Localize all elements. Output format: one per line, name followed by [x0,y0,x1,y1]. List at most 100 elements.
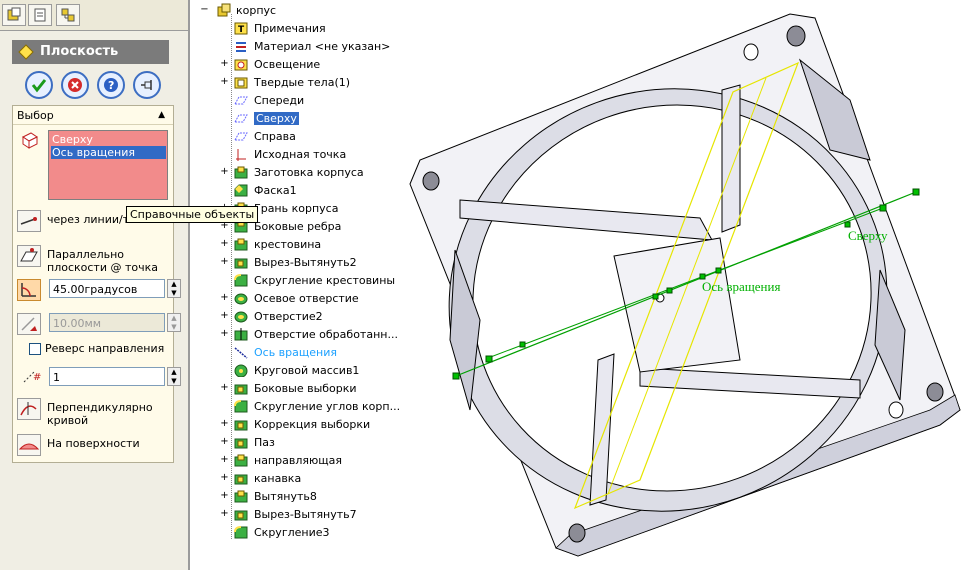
plane-feature-icon [18,44,34,60]
plane-handle[interactable] [485,355,493,363]
reference-plane-top [487,207,884,359]
distance-spinner: ▲▼ [167,313,181,332]
model-view[interactable]: Сверху Ось вращения [396,0,976,570]
reference-entities-icon [22,132,38,149]
cross-spoke[interactable] [639,367,861,399]
axis-handle[interactable] [699,273,706,280]
expand-icon[interactable]: + [220,490,229,501]
selection-list[interactable]: Сверху Ось вращения [48,130,168,200]
tooltip: Справочные объекты [126,206,259,223]
label-top-plane: Сверху [848,228,888,243]
axis-handle[interactable] [452,372,460,380]
group-title: Выбор [17,109,54,122]
expand-icon[interactable]: + [220,310,229,321]
angle-button[interactable] [17,279,41,301]
tree-guide-line [231,14,232,539]
tree-item-label: Твердые тела(1) [254,76,351,89]
material-icon [236,42,246,52]
expand-icon[interactable]: + [220,436,229,447]
angle-input[interactable]: 45.00градусов ▲▼ [49,279,181,298]
expand-icon[interactable]: + [220,292,229,303]
ok-button[interactable] [25,71,53,99]
tab-feature-manager[interactable] [2,4,26,26]
tree-item-label: Осевое отверстие [254,292,359,305]
corner-hole[interactable] [888,401,904,419]
collapse-arrow-icon[interactable]: ▲ [158,110,165,120]
axis-handle[interactable] [519,341,526,348]
selection-item-axis[interactable]: Ось вращения [51,146,166,159]
origin-icon [236,149,246,161]
tree-item-label: Скругление углов корп... [254,400,401,413]
corner-hole[interactable] [786,25,806,47]
fillet-icon [234,400,248,413]
tree-item-label: Круговой массив1 [254,364,360,377]
angle-spinner[interactable]: ▲▼ [167,279,181,298]
tree-item-label: Спереди [254,94,305,107]
tree-item-label: Грань корпуса [254,202,339,215]
expand-icon[interactable]: + [220,382,229,393]
checkbox-box[interactable] [29,343,41,355]
corner-hole[interactable] [422,171,440,191]
tree-item-label: Скругление крестовины [254,274,396,287]
tree-item-label: Заготовка корпуса [254,166,364,179]
cut-icon [234,474,248,485]
cross-spoke[interactable] [721,84,741,233]
axis-handle[interactable] [666,287,673,294]
expand-icon[interactable]: + [220,220,229,231]
corner-hole[interactable] [568,523,586,543]
plane-handle[interactable] [879,204,887,212]
count-spinner[interactable]: ▲▼ [167,367,181,386]
corner-hole[interactable] [926,382,944,402]
hub[interactable] [613,237,741,373]
selection-group-header[interactable]: Выбор ▲ [13,106,173,125]
on-surface-button[interactable] [17,434,41,456]
expand-icon[interactable]: + [220,166,229,177]
expand-icon[interactable]: + [220,472,229,483]
count-value: 1 [53,371,60,384]
cut-icon [234,438,248,449]
expand-icon[interactable]: + [220,418,229,429]
graphics-viewport[interactable]: Сверху Ось вращения [396,0,976,570]
distance-button[interactable] [17,313,41,335]
tab-configuration-manager[interactable] [56,4,80,26]
through-lines-icon [20,217,37,225]
preview-plane [573,61,800,510]
expand-icon[interactable]: + [220,76,229,87]
perpendicular-button[interactable] [17,398,41,420]
axis-handle[interactable] [715,267,722,274]
tree-item-label: Материал <не указан> [254,40,391,53]
angle-value: 45.00градусов [53,283,138,296]
plane-icon [234,96,248,105]
tab-property-manager[interactable] [28,4,52,26]
cross-spoke[interactable] [589,353,615,506]
corner-hole[interactable] [743,43,759,61]
count-input[interactable]: 1 ▲▼ [49,367,181,386]
selection-item-top[interactable]: Сверху [52,133,93,146]
extrude-icon [234,238,248,251]
axis-handle[interactable] [652,293,659,300]
help-button[interactable]: ? [97,71,125,99]
pin-button[interactable] [133,71,161,99]
revolve-icon [234,311,248,323]
expand-icon[interactable]: + [220,58,229,69]
pattern-icon [234,364,248,377]
rotation-axis[interactable] [455,191,917,377]
tree-item-label: Отверстие обработанн... [254,328,398,341]
close-icon [68,78,82,92]
expand-icon[interactable]: + [220,454,229,465]
tree-item-label: Боковые выборки [254,382,357,395]
expand-icon[interactable]: + [220,328,229,339]
expand-icon[interactable]: + [220,238,229,249]
collapse-icon[interactable]: − [200,4,209,15]
axis-handle[interactable] [844,221,851,228]
tree-item-label: Справа [254,130,296,143]
cancel-button[interactable] [61,71,89,99]
through-lines-button[interactable] [17,210,41,232]
parallel-button[interactable] [17,245,41,267]
distance-value: 10.00мм [53,317,102,330]
expand-icon[interactable]: + [220,256,229,267]
perpendicular-curve-icon [20,402,37,416]
extrude-icon [234,454,248,467]
axis-handle[interactable] [912,188,920,196]
expand-icon[interactable]: + [220,508,229,519]
